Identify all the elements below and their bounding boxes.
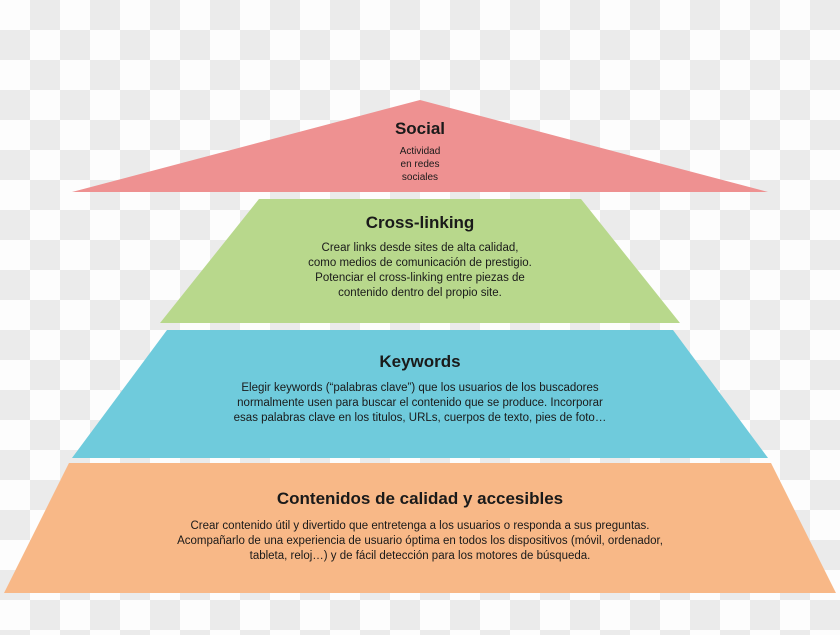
tier-body-cross-linking: Crear links desde sites de alta calidad,…	[308, 241, 532, 300]
tier-title-cross-linking: Cross-linking	[365, 213, 475, 232]
pyramid-tier-keywords: Keywords Elegir keywords (“palabras clav…	[71, 330, 769, 458]
tier-title-social: Social	[394, 119, 446, 138]
tier-title-keywords: Keywords	[379, 352, 461, 371]
pyramid-tier-contenidos: Contenidos de calidad y accesibles Crear…	[4, 463, 836, 593]
tier-body-keywords: Elegir keywords (“palabras clave”) que l…	[233, 381, 607, 424]
tier-title-contenidos: Contenidos de calidad y accesibles	[276, 489, 564, 508]
tier-body-contenidos: Crear contenido útil y divertido que ent…	[177, 519, 663, 562]
pyramid-tier-cross-linking: Cross-linking Crear links desde sites de…	[160, 199, 680, 323]
